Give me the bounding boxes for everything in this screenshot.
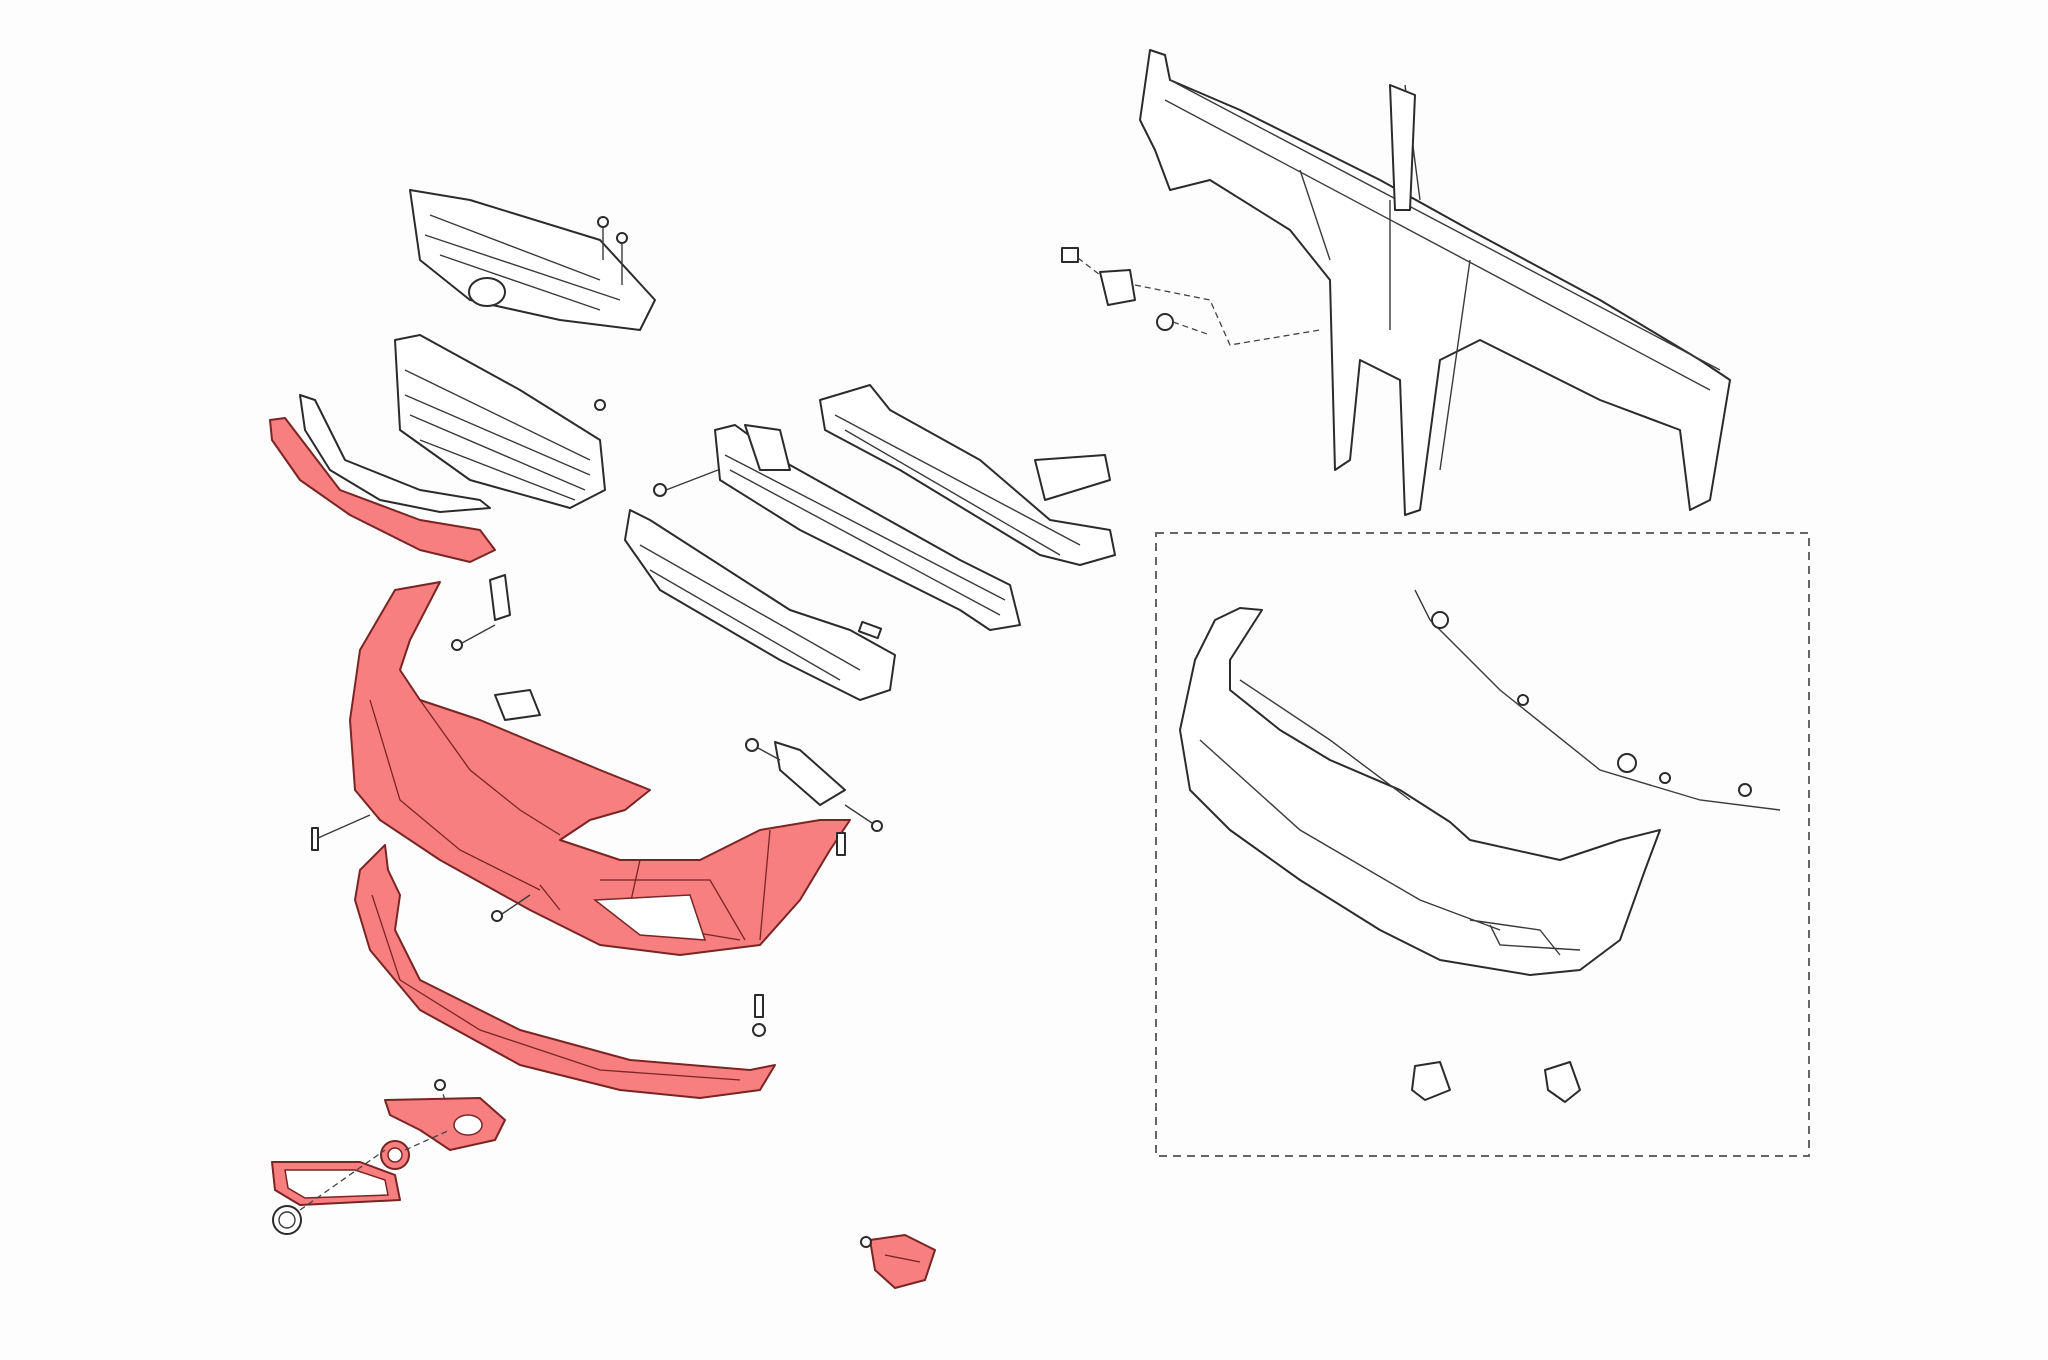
fog-lamp-bezel[interactable] [384, 1097, 506, 1151]
bumper-fasteners [311, 574, 883, 1037]
bumper-energy-absorber[interactable] [624, 509, 896, 701]
grille-bolt [597, 216, 628, 285]
front-bumper-beam[interactable] [714, 424, 1021, 631]
optional-parts-box [1155, 532, 1810, 1157]
radiator-grille-molding[interactable] [269, 417, 496, 563]
radiator-grille[interactable] [394, 334, 606, 509]
sensor-bracket-right [1544, 1061, 1581, 1103]
wiring-bracket [1061, 247, 1321, 346]
cowl-crossmember[interactable] [1139, 49, 1731, 516]
front-bumper-assembly-with-sensors[interactable] [1179, 607, 1661, 976]
front-bumper-lower-lip[interactable] [354, 844, 776, 1099]
upper-grille[interactable] [409, 189, 656, 331]
sensor-bracket-left [1411, 1061, 1451, 1101]
fog-lamp-trim-ring[interactable] [380, 1140, 410, 1170]
bumper-bracket [653, 469, 719, 497]
fog-lamp[interactable] [272, 1205, 302, 1235]
fog-lamp-frame[interactable] [271, 1161, 401, 1206]
grille-molding-upper[interactable] [299, 394, 491, 513]
fog-lamp-screw [434, 1079, 446, 1091]
front-bumper-cover[interactable] [349, 581, 851, 956]
parking-sensor-harness[interactable] [1414, 589, 1781, 811]
front-bumper-absorber-upper[interactable] [819, 384, 1116, 566]
parking-sensor-bracket[interactable] [860, 1234, 936, 1289]
